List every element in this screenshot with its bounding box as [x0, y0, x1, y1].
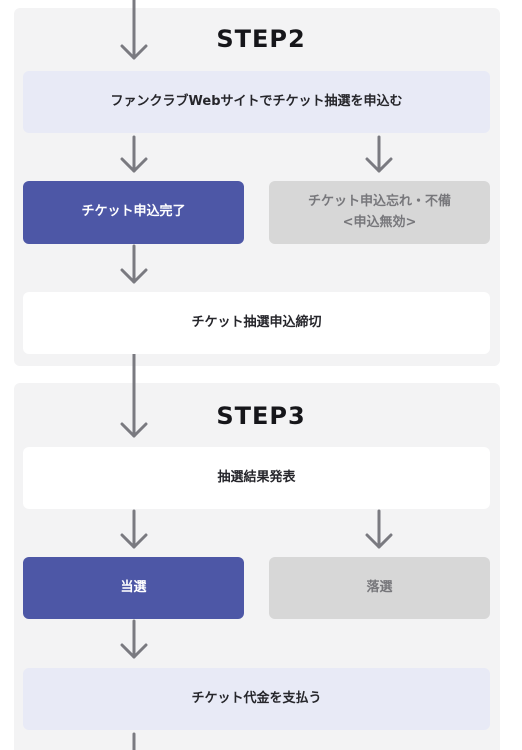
- apply-invalid-label-line1: チケット申込忘れ・不備: [307, 194, 451, 210]
- arrow-continue-line: [132, 732, 136, 750]
- won-box: 当選: [23, 557, 244, 619]
- arrow-down-icon: [120, 619, 148, 659]
- arrow-down-icon: [120, 354, 148, 438]
- apply-complete-label: チケット申込完了: [81, 204, 186, 220]
- arrow-down-icon: [120, 509, 148, 549]
- arrow-down-icon: [365, 509, 393, 549]
- arrow-down-icon: [365, 135, 393, 173]
- lost-label: 落選: [366, 579, 393, 595]
- step2-title: STEP2: [216, 25, 306, 53]
- announcement-box: 抽選結果発表: [23, 447, 490, 509]
- arrow-down-icon: [120, 244, 148, 284]
- lost-box: 落選: [269, 557, 490, 619]
- won-label: 当選: [120, 579, 147, 595]
- payment-label: チケット代金を支払う: [191, 690, 322, 706]
- deadline-label: チケット抽選申込締切: [191, 314, 322, 330]
- step3-title: STEP3: [216, 402, 306, 430]
- payment-box: チケット代金を支払う: [23, 668, 490, 730]
- announcement-label: 抽選結果発表: [217, 469, 296, 485]
- apply-invalid-box: チケット申込忘れ・不備 <申込無効>: [269, 181, 490, 244]
- apply-web-box: ファンクラブWebサイトでチケット抽選を申込む: [23, 71, 490, 133]
- arrow-down-icon: [120, 135, 148, 173]
- apply-web-label: ファンクラブWebサイトでチケット抽選を申込む: [110, 93, 403, 109]
- apply-complete-box: チケット申込完了: [23, 181, 244, 244]
- apply-invalid-label-line2: <申込無効>: [342, 214, 417, 230]
- arrow-down-icon: [120, 0, 148, 60]
- deadline-box: チケット抽選申込締切: [23, 292, 490, 354]
